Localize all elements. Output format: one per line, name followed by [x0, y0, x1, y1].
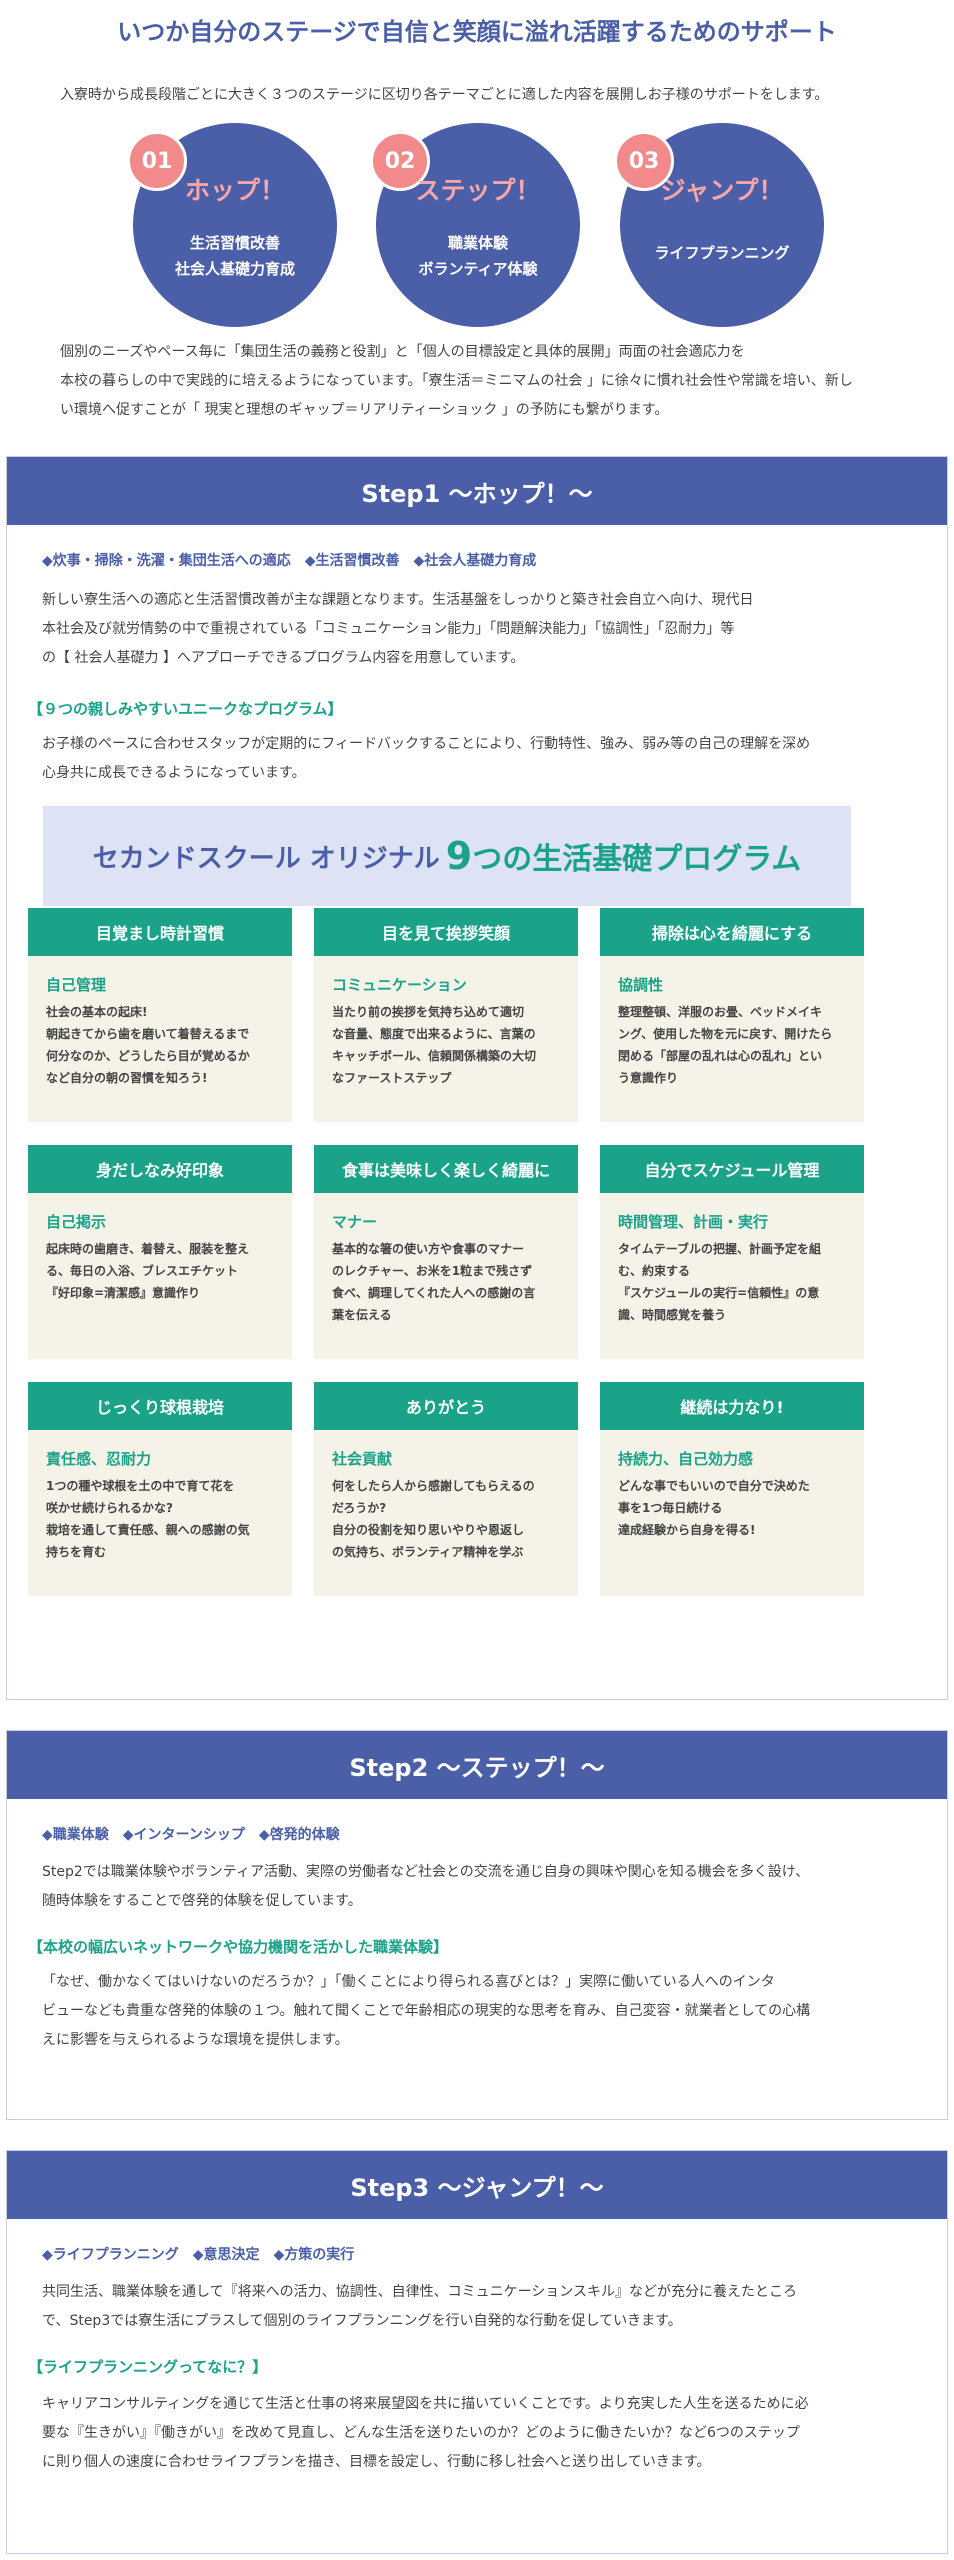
- summary-text: 個別のニーズやペース毎に「集団生活の義務と役割」と「個人の目標設定と具体的展開」…: [60, 338, 920, 425]
- step3-keywords: ◆ライフプランニング ◆意思決定 ◆方策の実行: [42, 2247, 355, 2263]
- program-card-title: 目を見て挨拶笑顔: [314, 908, 578, 956]
- body-line: 随時体験をすることで啓発的体験を促しています。: [42, 1893, 362, 1909]
- step2-body: Step2では職業体験やボランティア活動、実際の労働者など社会との交流を通じ自身…: [42, 1858, 902, 1916]
- program-card-title: 身だしなみ好印象: [28, 1145, 292, 1193]
- program-card: 目を見て挨拶笑顔 コミュニケーション 当たり前の挨拶を気持ち込めて適切 な音量、…: [314, 908, 578, 1122]
- program-card-text: 社会の基本の起床! 朝起きてから歯を磨いて着替えるまで 何分なのか、どうしたら目…: [46, 1005, 250, 1085]
- stage-number-badge: 03: [614, 131, 674, 191]
- program-card-text: 整理整頓、洋服のお畳、ベッドメイキ ング、使用した物を元に戻す、開けたら 閉める…: [618, 1005, 833, 1085]
- stage-subtitle: 職業体験 ボランティア体験: [418, 234, 538, 278]
- stage-step-circle: 02 ステップ！ 職業体験 ボランティア体験: [370, 123, 580, 327]
- program-card-text: どんな事でもいいので自分で決めた 事を1つ毎日続ける 達成経験から自身を得る!: [618, 1479, 810, 1537]
- body-line: えに影響を与えられるような環境を提供します。: [42, 2032, 349, 2048]
- program-card-skill: マナー: [332, 1213, 378, 1231]
- step1-heading: Step1 ～ホップ！～: [7, 457, 947, 525]
- step3-heading: Step3 ～ジャンプ！～: [7, 2151, 947, 2219]
- step1-sub-body: お子様のペースに合わせスタッフが定期的にフィードバックすることにより、行動特性、…: [42, 730, 902, 788]
- program-card: 掃除は心を綺麗にする 協調性 整理整頓、洋服のお畳、ベッドメイキ ング、使用した…: [600, 908, 864, 1122]
- stage-name: ホップ！: [184, 176, 285, 205]
- banner-suffix: つの生活基礎プログラム: [472, 842, 802, 877]
- step2-sub-body: 「なぜ、働かなくてはいけないのだろうか？」「働くことにより得られる喜びとは？」実…: [42, 1968, 902, 2055]
- step2-heading: Step2 ～ステップ！～: [7, 1731, 947, 1799]
- body-line: で、Step3では寮生活にプラスして個別のライフプランニングを行い自発的な行動を…: [42, 2313, 682, 2329]
- program-card-text: タイムテーブルの把握、計画予定を組 む、約束する 『スケジュールの実行=信頼性』…: [618, 1242, 822, 1322]
- body-line: Step2では職業体験やボランティア活動、実際の労働者など社会との交流を通じ自身…: [42, 1864, 810, 1880]
- program-card-title: 自分でスケジュール管理: [600, 1145, 864, 1193]
- program-banner: セカンドスクール オリジナル 9 つの生活基礎プログラム: [43, 806, 851, 906]
- program-card: 目覚まし時計習慣 自己管理 社会の基本の起床! 朝起きてから歯を磨いて着替えるま…: [28, 908, 292, 1122]
- body-line: 新しい寮生活への適応と生活習慣改善が主な課題となります。生活基盤をしっかりと築き…: [42, 592, 754, 608]
- step2-keywords: ◆職業体験 ◆インターンシップ ◆啓発的体験: [42, 1827, 340, 1843]
- summary-line: 本校の暮らしの中で実践的に培えるようになっています。「寮生活＝ミニマムの社会 」…: [60, 373, 853, 389]
- body-line: の【 社会人基礎力 】へアプローチできるプログラム内容を用意しています。: [42, 650, 525, 666]
- program-card-title: 掃除は心を綺麗にする: [600, 908, 864, 956]
- program-card-title: ありがとう: [314, 1382, 578, 1430]
- program-card-text: 当たり前の挨拶を気持ち込めて適切 な音量、態度で出来るように、言葉の キャッチボ…: [332, 1005, 537, 1085]
- stage-number-badge: 01: [127, 131, 187, 191]
- body-line: 共同生活、職業体験を通して『将来への活力、協調性、自律性、コミュニケーションスキ…: [42, 2284, 798, 2300]
- step3-body: 共同生活、職業体験を通して『将来への活力、協調性、自律性、コミュニケーションスキ…: [42, 2278, 902, 2336]
- summary-line: 個別のニーズやペース毎に「集団生活の義務と役割」と「個人の目標設定と具体的展開」…: [60, 344, 745, 360]
- stage-hop-circle: 01 ホップ！ 生活習慣改善 社会人基礎力育成: [127, 123, 337, 327]
- body-line: 本社会及び就労情勢の中で重視されている「コミュニケーション能力」「問題解決能力」…: [42, 621, 735, 637]
- program-card-title: 継続は力なり!: [600, 1382, 864, 1430]
- step2-section: Step2 ～ステップ！～: [6, 1730, 948, 2120]
- banner-number: 9: [445, 834, 473, 878]
- step1-subheading: 【９つの親しみやすいユニークなプログラム】: [28, 700, 343, 718]
- program-card: 継続は力なり! 持続力、自己効力感 どんな事でもいいので自分で決めた 事を1つ毎…: [600, 1382, 864, 1596]
- body-line: お子様のペースに合わせスタッフが定期的にフィードバックすることにより、行動特性、…: [42, 736, 811, 752]
- program-card: 身だしなみ好印象 自己掲示 起床時の歯磨き、着替え、服装を整え る、毎日の入浴、…: [28, 1145, 292, 1359]
- body-line: 「なぜ、働かなくてはいけないのだろうか？」「働くことにより得られる喜びとは？」実…: [42, 1974, 775, 1990]
- program-card-skill: 社会貢献: [332, 1450, 393, 1468]
- stage-subtitle: ライフプランニング: [654, 244, 790, 262]
- program-card: じっくり球根栽培 責任感、忍耐力 1つの種や球根を土の中で育て花を 咲かせ続けら…: [28, 1382, 292, 1596]
- program-card: 食事は美味しく楽しく綺麗に マナー 基本的な箸の使い方や食事のマナー のレクチャ…: [314, 1145, 578, 1359]
- program-card-title: 食事は美味しく楽しく綺麗に: [314, 1145, 578, 1193]
- step3-sub-body: キャリアコンサルティングを通じて生活と仕事の将来展望図を共に描いていくことです。…: [42, 2390, 902, 2477]
- step2-subheading: 【本校の幅広いネットワークや協力機関を活かした職業体験】: [28, 1938, 449, 1956]
- program-card-text: 起床時の歯磨き、着替え、服装を整え る、毎日の入浴、ブレスエチケット 『好印象=…: [46, 1242, 250, 1300]
- body-line: 心身共に成長できるようになっています。: [42, 765, 306, 781]
- program-card-skill: 自己掲示: [46, 1213, 107, 1231]
- program-card-skill: 時間管理、計画・実行: [618, 1213, 769, 1231]
- program-card-skill: コミュニケーション: [332, 976, 467, 994]
- step3-section: Step3 ～ジャンプ！～: [6, 2150, 948, 2554]
- program-card-text: 1つの種や球根を土の中で育て花を 咲かせ続けられるかな? 栽培を通して責任感、親…: [46, 1479, 250, 1559]
- step3-subheading: 【ライフプランニングってなに？】: [28, 2358, 268, 2376]
- program-card-title: じっくり球根栽培: [28, 1382, 292, 1430]
- body-line: 要な『生きがい』『働きがい』を改めて見直し、どんな生活を送りたいのか？どのように…: [42, 2425, 800, 2441]
- banner-prefix: セカンドスクール オリジナル: [92, 843, 440, 874]
- program-card: ありがとう 社会貢献 何をしたら人から感謝してもらえるの だろうか? 自分の役割…: [314, 1382, 578, 1596]
- program-card-skill: 自己管理: [46, 976, 107, 994]
- stage-jump-circle: 03 ジャンプ！ ライフプランニング: [614, 123, 824, 327]
- summary-line: い環境へ促すことが「 現実と理想のギャップ＝リアリティーショック 」の予防にも繋…: [60, 402, 669, 418]
- step1-body: 新しい寮生活への適応と生活習慣改善が主な課題となります。生活基盤をしっかりと築き…: [42, 586, 902, 673]
- stage-subtitle: 生活習慣改善 社会人基礎力育成: [174, 234, 295, 278]
- body-line: に則り個人の速度に合わせライフプランを描き、目標を設定し、行動に移し社会へと送り…: [42, 2454, 711, 2470]
- program-card-title: 目覚まし時計習慣: [28, 908, 292, 956]
- program-card-skill: 責任感、忍耐力: [46, 1450, 152, 1468]
- step1-section: Step1 ～ホップ！～: [6, 456, 948, 1700]
- program-card: 自分でスケジュール管理 時間管理、計画・実行 タイムテーブルの把握、計画予定を組…: [600, 1145, 864, 1359]
- body-line: ビューなども貴重な啓発的体験の１つ。触れて聞くことで年齢相応の現実的な思考を育み…: [42, 2003, 811, 2019]
- body-line: キャリアコンサルティングを通じて生活と仕事の将来展望図を共に描いていくことです。…: [42, 2396, 809, 2412]
- program-card-text: 何をしたら人から感謝してもらえるの だろうか? 自分の役割を知り思いやりや恩返し…: [332, 1479, 535, 1559]
- program-card-skill: 持続力、自己効力感: [618, 1450, 754, 1468]
- program-card-text: 基本的な箸の使い方や食事のマナー のレクチャー、お米を1粒まで残さず 食べ、調理…: [332, 1242, 536, 1322]
- page-title: いつか自分のステージで自信と笑顔に溢れ活躍するためのサポート: [117, 18, 837, 46]
- stage-name: ステップ！: [415, 176, 541, 205]
- program-card-skill: 協調性: [618, 976, 664, 994]
- step1-keywords: ◆炊事・掃除・洗濯・集団生活への適応 ◆生活習慣改善 ◆社会人基礎力育成: [42, 553, 537, 569]
- stage-name: ジャンプ！: [660, 176, 784, 205]
- intro-text: 入寮時から成長段階ごとに大きく３つのステージに区切り各テーマごとに適した内容を展…: [60, 87, 829, 103]
- stage-number-badge: 02: [370, 131, 430, 191]
